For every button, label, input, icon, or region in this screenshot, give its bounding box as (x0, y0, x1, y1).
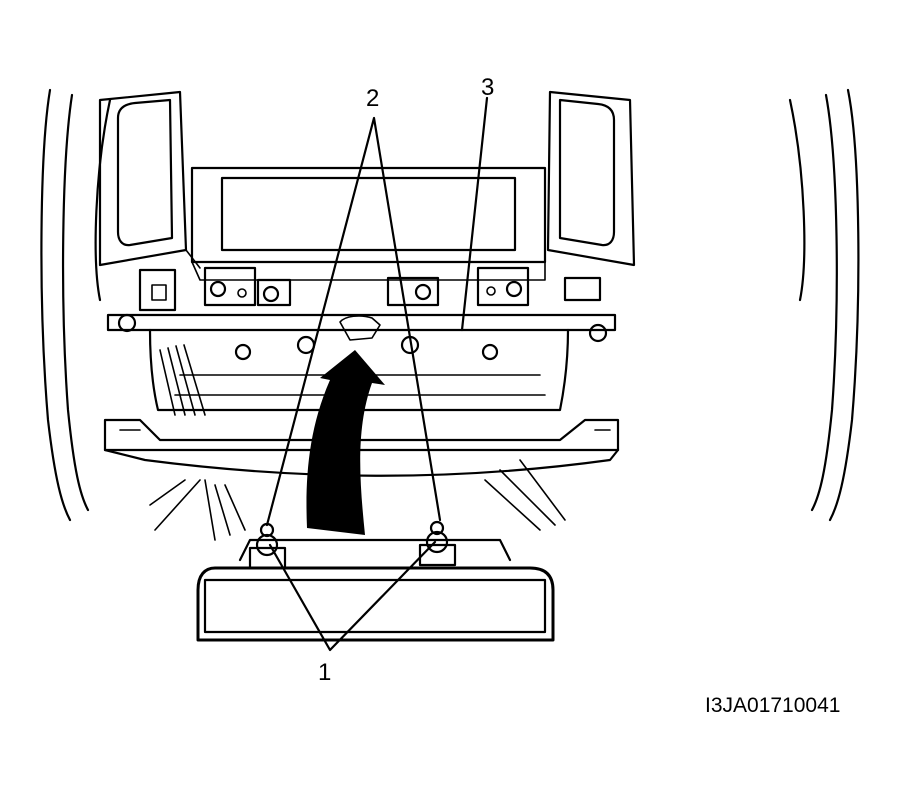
lower-box (196, 538, 555, 642)
dashboard-outline (40, 88, 860, 522)
center-opening (190, 166, 547, 281)
callout-2: 2 (366, 85, 379, 112)
upper-brackets (138, 266, 602, 312)
leader-lines (265, 96, 489, 652)
removal-arrow (306, 350, 385, 535)
cross-member (103, 418, 620, 477)
bolt-right (418, 520, 457, 567)
callout-1: 1 (318, 659, 331, 686)
right-vent (546, 90, 636, 267)
callout-3: 3 (481, 74, 494, 101)
wiring-harness (149, 344, 566, 541)
figure-code: I3JA01710041 (705, 694, 840, 717)
left-vent (98, 90, 201, 269)
